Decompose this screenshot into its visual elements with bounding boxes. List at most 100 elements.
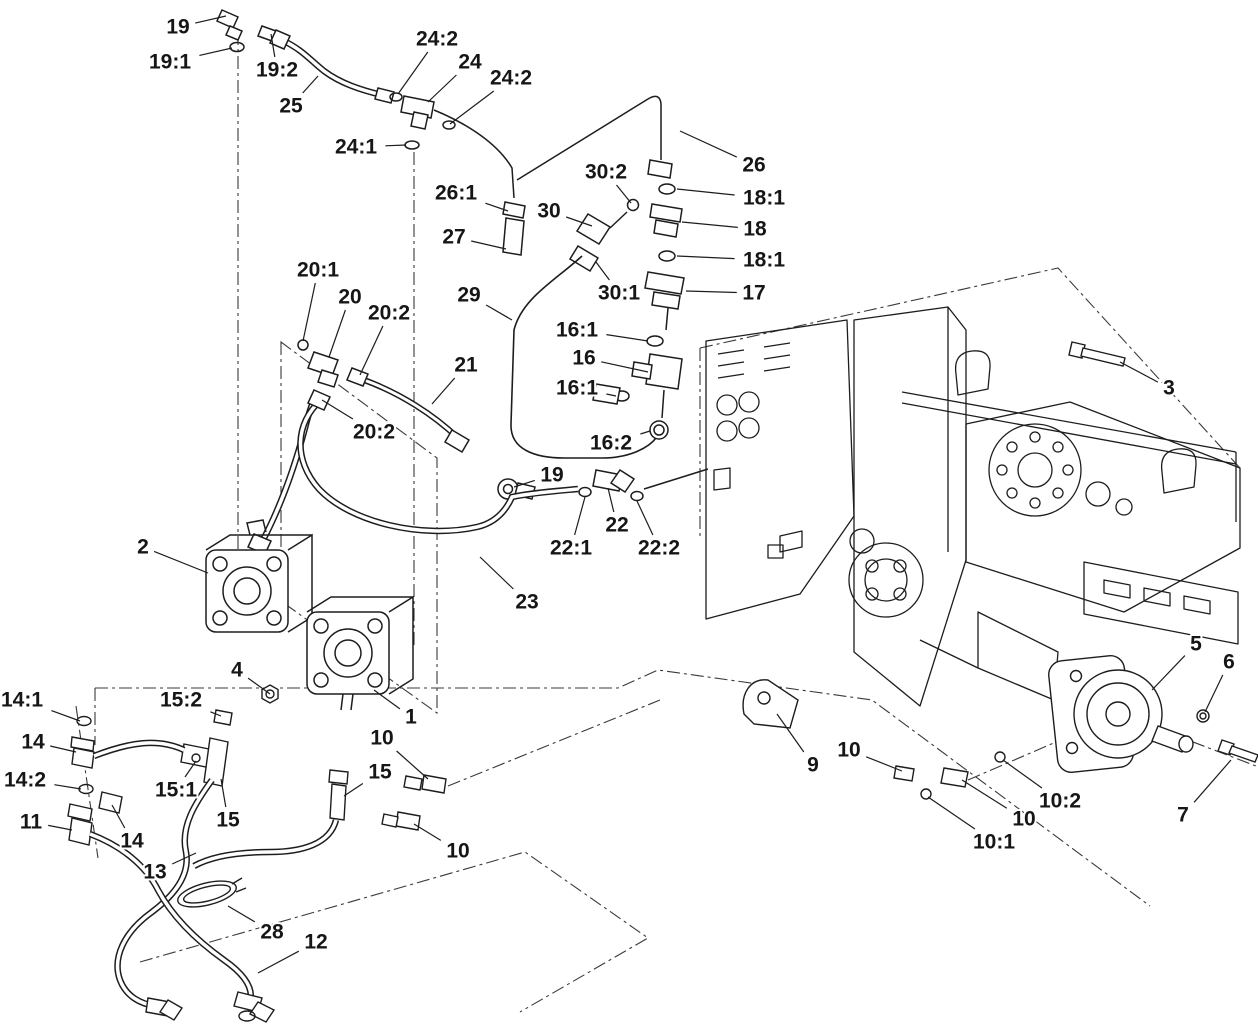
callout-10: 10 (835, 737, 903, 772)
bracket-9 (742, 679, 799, 729)
callout-17: 17 (685, 280, 768, 307)
leader-line (1204, 674, 1224, 713)
leader-line (776, 713, 805, 753)
callout-10-2: 10:2 (1002, 759, 1083, 815)
leader-line (373, 689, 401, 710)
callout-10: 10 (368, 725, 429, 780)
callout-label: 16:2 (590, 432, 632, 455)
leader-line (606, 334, 649, 342)
hose-25 (268, 29, 395, 104)
callout-15-1: 15:1 (153, 760, 199, 804)
callout-7: 7 (1175, 759, 1232, 829)
leader-line (574, 496, 586, 536)
leader-line (676, 255, 735, 260)
callout-label: 10 (446, 840, 469, 863)
leader-line (257, 950, 300, 974)
callout-15-2: 15:2 (158, 687, 222, 717)
leader-line (679, 130, 738, 158)
callout-13: 13 (141, 852, 197, 886)
callout-10: 10 (961, 779, 1038, 833)
leader-line (343, 783, 364, 797)
callout-26-1: 26:1 (433, 180, 509, 212)
leader-line (449, 90, 495, 125)
callout-26: 26 (679, 130, 768, 179)
leader-line (676, 188, 735, 196)
callout-label: 29 (457, 284, 480, 307)
fitting-15b (328, 769, 349, 821)
callout-28: 28 (227, 905, 286, 946)
leader-line (1151, 655, 1186, 691)
leader-line (566, 216, 593, 227)
hose-13 (114, 778, 215, 1010)
callout-label: 18 (743, 218, 767, 241)
leader-line (195, 15, 227, 24)
callout-label: 30:1 (598, 282, 640, 305)
leader-line (199, 47, 233, 56)
callout-label: 24:2 (490, 67, 532, 90)
callout-label: 16:1 (556, 319, 598, 342)
leader-line (485, 304, 513, 321)
callout-label: 26:1 (435, 182, 477, 205)
callout-label: 24 (458, 51, 482, 74)
callout-label: 11 (20, 811, 43, 834)
callout-label: 5 (1190, 633, 1202, 656)
callout-30-1: 30:1 (595, 261, 642, 307)
callout-15: 15 (214, 778, 242, 834)
callout-label: 19:2 (256, 59, 298, 82)
callout-25: 25 (277, 75, 319, 120)
callout-21: 21 (431, 352, 480, 405)
callout-label: 15 (216, 809, 240, 832)
callout-16-2: 16:2 (588, 430, 651, 457)
leader-line (681, 221, 738, 228)
pump-2 (205, 519, 313, 633)
callout-label: 20:2 (368, 302, 410, 325)
leader-line (607, 487, 615, 513)
leader-line (51, 710, 81, 722)
callout-14: 14 (19, 729, 77, 756)
callout-14-1: 14:1 (0, 687, 81, 722)
elbow-15a (180, 709, 233, 787)
leader-line (427, 74, 457, 103)
callout-19-2: 19:2 (254, 33, 300, 84)
callout-label: 20:1 (297, 259, 339, 282)
fitting-20-cluster (297, 339, 367, 405)
callout-label: 23 (515, 591, 538, 614)
callout-label: 10 (837, 739, 860, 762)
callout-5: 5 (1151, 631, 1204, 691)
callout-19: 19 (164, 14, 227, 41)
callout-label: 13 (143, 861, 166, 884)
callout-10-1: 10:1 (927, 796, 1017, 856)
callout-18-1: 18:1 (676, 185, 787, 212)
callout-16-1: 16:1 (554, 375, 617, 402)
leader-line (153, 550, 209, 574)
hose-23 (297, 389, 579, 535)
callout-30-2: 30:2 (583, 159, 632, 204)
elbow-30 (568, 198, 640, 273)
callout-20-2: 20:2 (321, 399, 397, 446)
leader-line (50, 745, 77, 753)
leader-line (640, 430, 651, 435)
callout-label: 30:2 (585, 161, 627, 184)
callout-23: 23 (479, 556, 541, 616)
tube-29 (510, 255, 657, 459)
callout-1: 1 (373, 689, 419, 731)
leader-line (961, 779, 1008, 809)
leader-line (636, 500, 654, 536)
callout-label: 25 (279, 95, 303, 118)
leader-line (606, 393, 617, 397)
callout-label: 28 (260, 921, 284, 944)
leader-line (247, 677, 271, 695)
leader-line (184, 760, 197, 778)
callout-4: 4 (229, 657, 271, 695)
leader-line (616, 184, 632, 204)
callout-18-1: 18:1 (676, 247, 787, 274)
callout-label: 26 (742, 154, 765, 177)
hydraulic-motor-5 (1048, 655, 1194, 773)
callout-label: 14 (21, 731, 45, 754)
callout-label: 10 (1012, 808, 1035, 831)
callout-label: 21 (454, 354, 478, 377)
leader-line (927, 796, 976, 830)
callout-19-1: 19:1 (147, 47, 233, 76)
fittings-10-mid (381, 774, 447, 831)
